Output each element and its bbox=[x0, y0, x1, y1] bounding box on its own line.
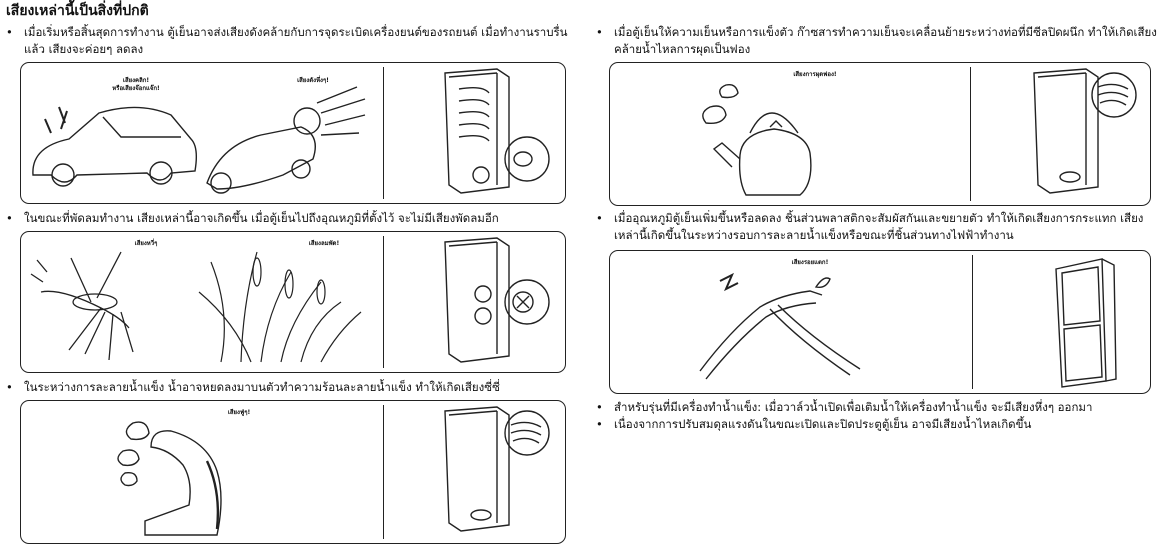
mosquito-icon bbox=[30, 251, 134, 361]
refrigerator-icon bbox=[444, 237, 550, 363]
caption-rumble: เสียงดังหึ่งๆ! bbox=[297, 77, 329, 84]
caption-sizzle: เสียงฟู่ๆ! bbox=[227, 409, 251, 416]
caption-bubble: เสียงการผุดฟอง! bbox=[793, 71, 837, 78]
refrigerator-icon bbox=[444, 406, 550, 532]
refrigerator-open-icon bbox=[1055, 258, 1117, 388]
bullet-fan: • ในขณะที่พัดลมทำงาน เสียงเหล่านี้อาจเกิ… bbox=[6, 211, 499, 225]
illustration-panel-refrigerant: เสียงการผุดฟอง! bbox=[609, 62, 1151, 206]
illustration-panel-startup: เสียงคลิก! หรือเสียงจ๊อกแจ๊ก! เสียงดังหึ… bbox=[20, 62, 566, 204]
refrigerator-icon bbox=[1033, 68, 1137, 194]
section-title: เสียงเหล่านี้เป็นสิ่งที่ปกติ bbox=[6, 3, 149, 19]
motorcycle-rider-icon bbox=[206, 86, 366, 194]
illustration-panel-defrost: เสียงฟู่ๆ! bbox=[20, 400, 566, 544]
car-icon bbox=[32, 106, 198, 187]
panel-divider bbox=[383, 405, 384, 539]
reeds-icon bbox=[198, 251, 362, 363]
breaking-branch-icon bbox=[699, 272, 861, 380]
illustration-refrigerant bbox=[702, 68, 1137, 196]
illustration-fan bbox=[30, 237, 550, 363]
bullet-defrost: • ในระหว่างการละลายน้ำแข็ง น้ำอาจหยดลงมา… bbox=[6, 380, 500, 394]
steam-iron-icon bbox=[117, 421, 222, 536]
panel-divider bbox=[970, 67, 971, 201]
bullet-refrigerant: • เมื่อตู้เย็นให้ความเย็นหรือการแข็งตัว … bbox=[596, 25, 1157, 56]
caption-click: เสียงคลิก! หรือเสียงจ๊อกแจ๊ก! bbox=[112, 77, 160, 92]
illustration-panel-fan: เสียงหวี่ๆ เสียงลมพัด! bbox=[20, 231, 566, 373]
bullet-pressure: • เนื่องจากการปรับสมดุลแรงดันในขณะเปิดแล… bbox=[596, 417, 1032, 431]
caption-buzz: เสียงหวี่ๆ bbox=[134, 240, 158, 247]
illustration-expansion bbox=[699, 258, 1117, 388]
panel-divider bbox=[972, 255, 973, 389]
kettle-icon bbox=[702, 83, 812, 196]
bullet-plastic-expansion: • เมื่ออุณหภูมิตู้เย็นเพิ่มขึ้นหรือลดลง … bbox=[596, 211, 1144, 242]
caption-wind: เสียงลมพัด! bbox=[308, 240, 340, 247]
refrigerator-icon bbox=[444, 68, 550, 194]
illustration-panel-expansion: เสียงรอยแตก! bbox=[609, 250, 1151, 394]
illustration-defrost bbox=[117, 406, 550, 536]
panel-divider bbox=[383, 67, 384, 199]
bullet-startup: • เมื่อเริ่มหรือสิ้นสุดการทำงาน ตู้เย็นอ… bbox=[6, 25, 568, 56]
panel-divider bbox=[383, 236, 384, 368]
bullet-icemaker: • สำหรับรุ่นที่มีเครื่องทำน้ำแข็ง: เมื่อ… bbox=[596, 400, 1093, 414]
caption-crack: เสียงรอยแตก! bbox=[791, 259, 829, 266]
illustration-startup bbox=[32, 68, 550, 194]
